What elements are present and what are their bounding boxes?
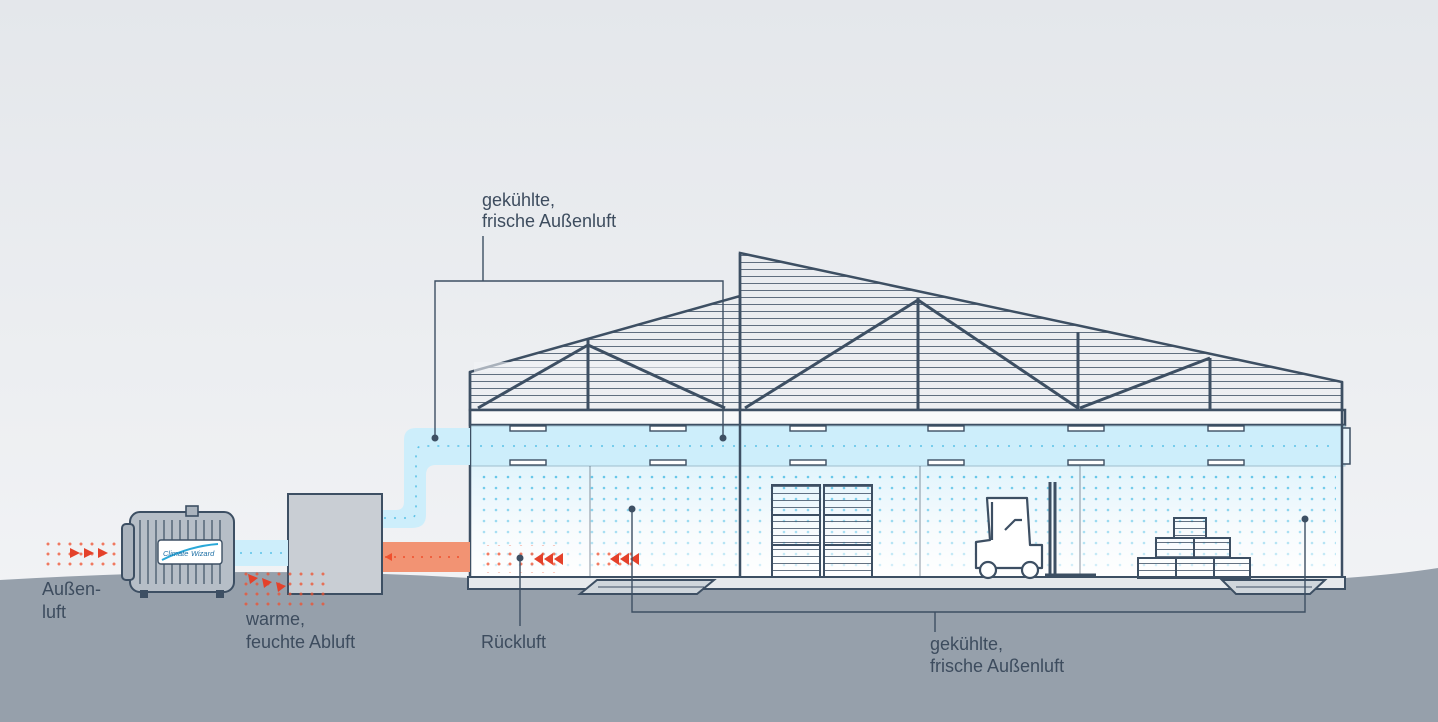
exhaust-arrows (248, 574, 286, 592)
pallet-stack (771, 484, 873, 578)
return-duct (380, 542, 470, 572)
roof-trusses (477, 298, 1212, 410)
ceiling-duct (469, 425, 1346, 467)
label-outside-air-line2: luft (42, 602, 67, 622)
outside-air-dots (40, 536, 120, 566)
label-top-supply-line2: frische Außenluft (482, 211, 617, 231)
label-exhaust-line1: warme, (246, 609, 306, 629)
label-exhaust-line2: feuchte Abluft (246, 632, 356, 652)
leader-lines (434, 236, 1306, 632)
floor-grate-left (577, 579, 717, 595)
ground (0, 568, 1438, 722)
floor-grate-right (1219, 579, 1328, 595)
duct-vents (509, 425, 1245, 466)
return-air-arrows (534, 553, 639, 565)
cooling-unit: Climate Wizard (121, 505, 235, 598)
forklift-illustration (974, 482, 1096, 580)
label-top-supply-line1: gekühlte, (482, 190, 556, 210)
unit-logo-text-left: Climate (163, 549, 188, 558)
ceiling-beam (468, 408, 1347, 427)
outside-air-arrows (70, 548, 108, 558)
box-stack (1137, 517, 1251, 579)
leader-dots (431, 434, 1309, 562)
label-return-air: Rückluft (481, 632, 547, 652)
label-bottom-supply-line2: frische Außenluft (930, 656, 1065, 676)
supply-duct (380, 428, 470, 528)
label-bottom-supply-line1: gekühlte, (930, 634, 1004, 654)
unit-logo-text-right: Wizard (191, 549, 215, 558)
label-outside-air-line1: Außen- (42, 579, 102, 599)
